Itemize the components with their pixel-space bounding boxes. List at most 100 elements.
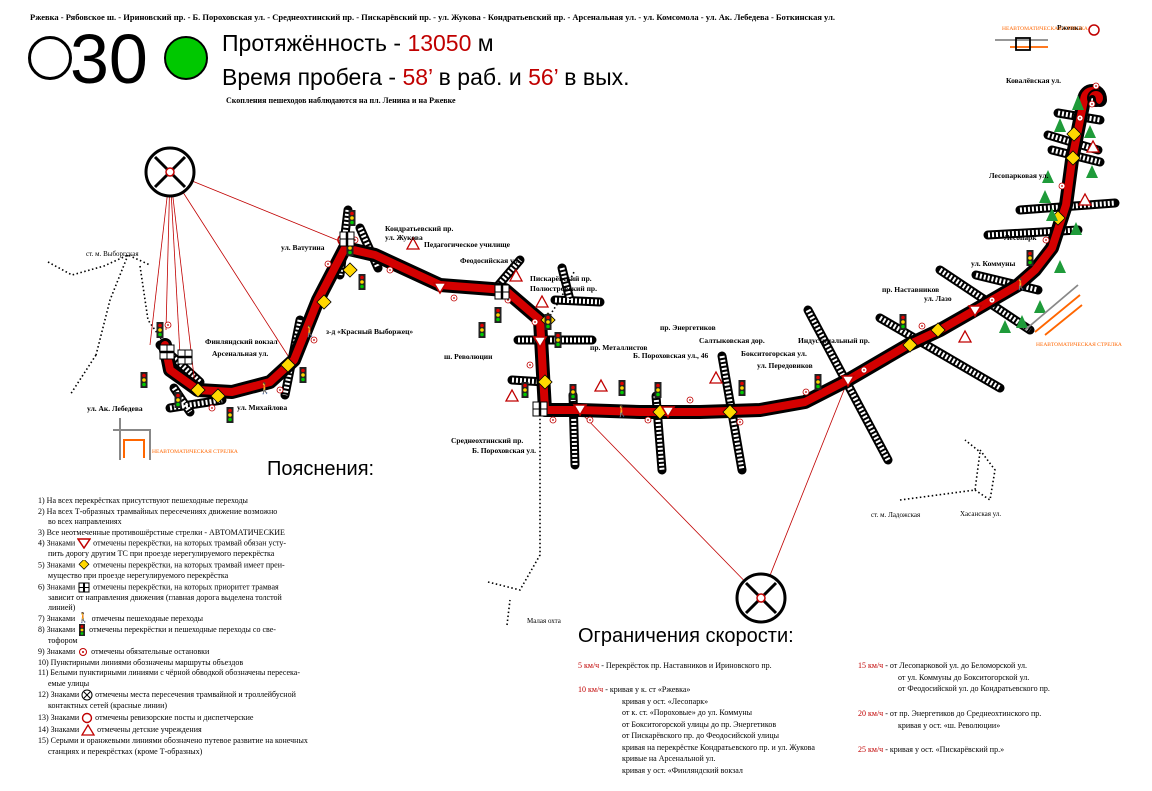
stop-label-lesoparkovaya: Лесопарковая ул. [989,171,1049,180]
route-indicator-green [164,36,208,80]
legend-item-4: 4) Знаками отмечены перекрёстки, на кото… [38,538,287,550]
nonauto-switch-label-lesopark: НЕАВТОМАТИЧЕСКАЯ СТРЕЛКА [1036,342,1122,348]
nonauto-switch-label-west: НЕАВТОМАТИЧЕСКАЯ СТРЕЛКА [152,449,238,455]
trolley-wire-lines [149,171,849,599]
stop-label-krasny-vyborzhets: з-д «Красный Выборжец» [326,327,414,336]
stop-label-b-porokhovskaya-46: Б. Пороховская ул., 46 [633,351,709,360]
legend-item-8-cont: тофором [48,636,78,646]
time-mid: в раб. и [432,64,529,90]
legend-item-4-cont: пить дорогу другим ТС при проезде нерегу… [48,549,275,559]
traffic-light-icon [79,624,86,637]
route-streets: Ржевка - Рябовское ш. - Ириновский пр. -… [30,12,835,22]
time-label: Время пробега - [222,64,403,90]
crowd-note: Скопления пешеходов наблюдаются на пл. Л… [226,96,456,105]
legend-title: Пояснения: [267,458,375,480]
stop-label-piskarevsky: Пискарёвский пр. [530,274,592,283]
trolley-crossing-icon [144,146,196,198]
speed-15: 15 км/ч - от Лесопарковой ул. до Беломор… [858,661,1050,693]
legend-item-11-cont: емые улицы [48,678,90,688]
time-work: 58’ [402,64,433,90]
stop-label-lesopark: Лесопарк [1004,233,1037,242]
priority-diamond-icon [78,559,90,570]
stop-label-finlyandsky: Финляндский вокзал [205,337,278,346]
stop-label-feodosiyskaya: Феодосийская ул. [460,256,520,265]
legend-item-12-cont: контактных сетей (красные линии) [48,701,168,711]
track-layout-west [113,418,151,460]
legend-item-13: 13) Знаками отмечены ревизорские посты и… [38,712,378,724]
legend-item-7: 7) Знаками 🚶 отмечены пешеходные переход… [38,612,204,624]
legend-item-1: 1) На всех перекрёстках присутствуют пеш… [38,496,248,505]
stop-label-sh-revolyutsii: ш. Революции [444,352,493,361]
legend-item-6: 6) Знаками отмечены перекрёстки, на кото… [38,581,279,593]
time-end: в вых. [557,64,630,90]
stop-label-polyustrovsky: Полюстровский пр. [530,284,597,293]
route-number: 30 [70,20,148,98]
stop-label-rzhevka: Ржевка [1057,23,1083,32]
speed-title: Ограничения скорости: [578,625,794,647]
time-weekend: 56’ [528,64,558,90]
pedestrian-icon: 🚶 [77,612,90,624]
length-label: Протяжённость - [222,30,408,56]
stop-label-kovalevskaya: Ковалёвская ул. [1006,76,1062,85]
legend-item-12: 12) Знаками отмечены места пересечения т… [38,689,378,701]
speed-20: 20 км/ч - от пр. Энергетиков до Среднеох… [858,709,1042,730]
stop-label-lazo: ул. Лазо [924,294,952,303]
stop-label-energetikov: пр. Энергетиков [660,323,716,332]
time-line: Время пробега - 58’ в раб. и 56’ в вых. [222,64,630,91]
label-malaya-okhta: Малая охта [527,617,561,625]
stop-icon [79,648,88,657]
legend-item-2-cont: во всех направлениях [48,517,122,527]
legend-item-3: 3) Все неотмеченные противошёрстные стре… [38,527,285,537]
stop-label-peredovikov: ул. Передовиков [757,361,813,370]
yield-icon [77,538,92,550]
stop-label-nastavnikov: пр. Наставников [882,285,940,294]
stop-label-b-porokhovskaya: Б. Пороховская ул. [472,446,537,455]
track-layout-lesopark [1024,284,1083,336]
legend-item-15-cont: станциях и перекрёстках (кроме Т-образны… [48,746,203,756]
terminal-loop-rzhevka [1087,89,1105,107]
tree-icons [999,95,1098,333]
inspector-post-icons [337,24,1100,246]
speed-10: 10 км/ч - кривая у к. ст «Ржевка» кривая… [578,685,815,775]
pedestrian-icons: 🚶 🚶 🚶 🚶 [258,278,1028,418]
stop-label-pedagog: Педагогическое училище [424,240,510,249]
legend-item-11: 11) Белыми пунктирными линиями с чёрной … [38,668,301,678]
stop-label-zhukova: ул. Жукова [385,233,423,242]
legend: 1) На всех перекрёстках присутствуют пеш… [38,496,378,757]
label-ladozhskaya: ст. м. Ладожская [871,511,921,519]
direction-priority-icons [159,231,548,417]
legend-item-15: 15) Серыми и оранжевыми линиями обозначе… [38,736,308,746]
legend-item-10: 10) Пунктирными линиями обозначены маршр… [38,657,244,667]
legend-item-5: 5) Знаками отмечены перекрёстки, на кото… [38,559,285,570]
tram-route [158,84,1107,419]
length-value: 13050 [407,30,472,56]
direction-priority-icon [78,582,90,593]
trolley-crossing-icon [735,572,787,624]
legend-item-9: 9) Знаками отмечены обязательные останов… [38,647,210,657]
svg-text:🚶: 🚶 [1014,278,1028,291]
speed-5: 5 км/ч - Перекрёсток пр. Наставников и И… [578,661,772,670]
label-vyborgskaya: ст. м. Выборгская [86,250,139,258]
stop-label-sredneokhtinsky: Среднеохтинский пр. [451,436,524,445]
child-facility-icon [81,724,96,736]
stop-label-metallistov: пр. Металлистов [590,343,648,352]
label-khasanskaya: Хасанская ул. [960,510,1002,518]
track-layout-rzhevka [995,37,1048,51]
traffic-light-icons [140,210,1034,423]
nonauto-switch-label-rzhevka: НЕАВТОМАТИЧЕСКАЯ СТРЕЛКА [1002,26,1088,32]
stop-label-kondratyevsky: Кондратьевский пр. [385,224,454,233]
svg-text:🚶: 🚶 [303,325,317,338]
stop-label-lebedeva: ул. Ак. Лебедева [87,404,143,413]
legend-item-2: 2) На всех Т-образных трамвайных пересеч… [38,506,278,516]
stop-label-kommuny: ул. Коммуны [971,259,1016,268]
stop-label-saltykovskaya: Салтыковская дор. [699,336,765,345]
speed-25: 25 км/ч - кривая у ост. «Пискарёвский пр… [858,745,1005,754]
legend-item-8: 8) Знаками отмечены перекрёстки и пешехо… [38,624,378,637]
stop-label-mikhaylova: ул. Михайлова [237,403,288,412]
route-indicator-white [28,36,72,80]
detour-routes [47,254,996,626]
length-line: Протяжённость - 13050 м [222,30,494,57]
svg-text:🚶: 🚶 [258,382,272,395]
stop-label-bokitogorskaya: Бокситогорская ул. [741,349,807,358]
